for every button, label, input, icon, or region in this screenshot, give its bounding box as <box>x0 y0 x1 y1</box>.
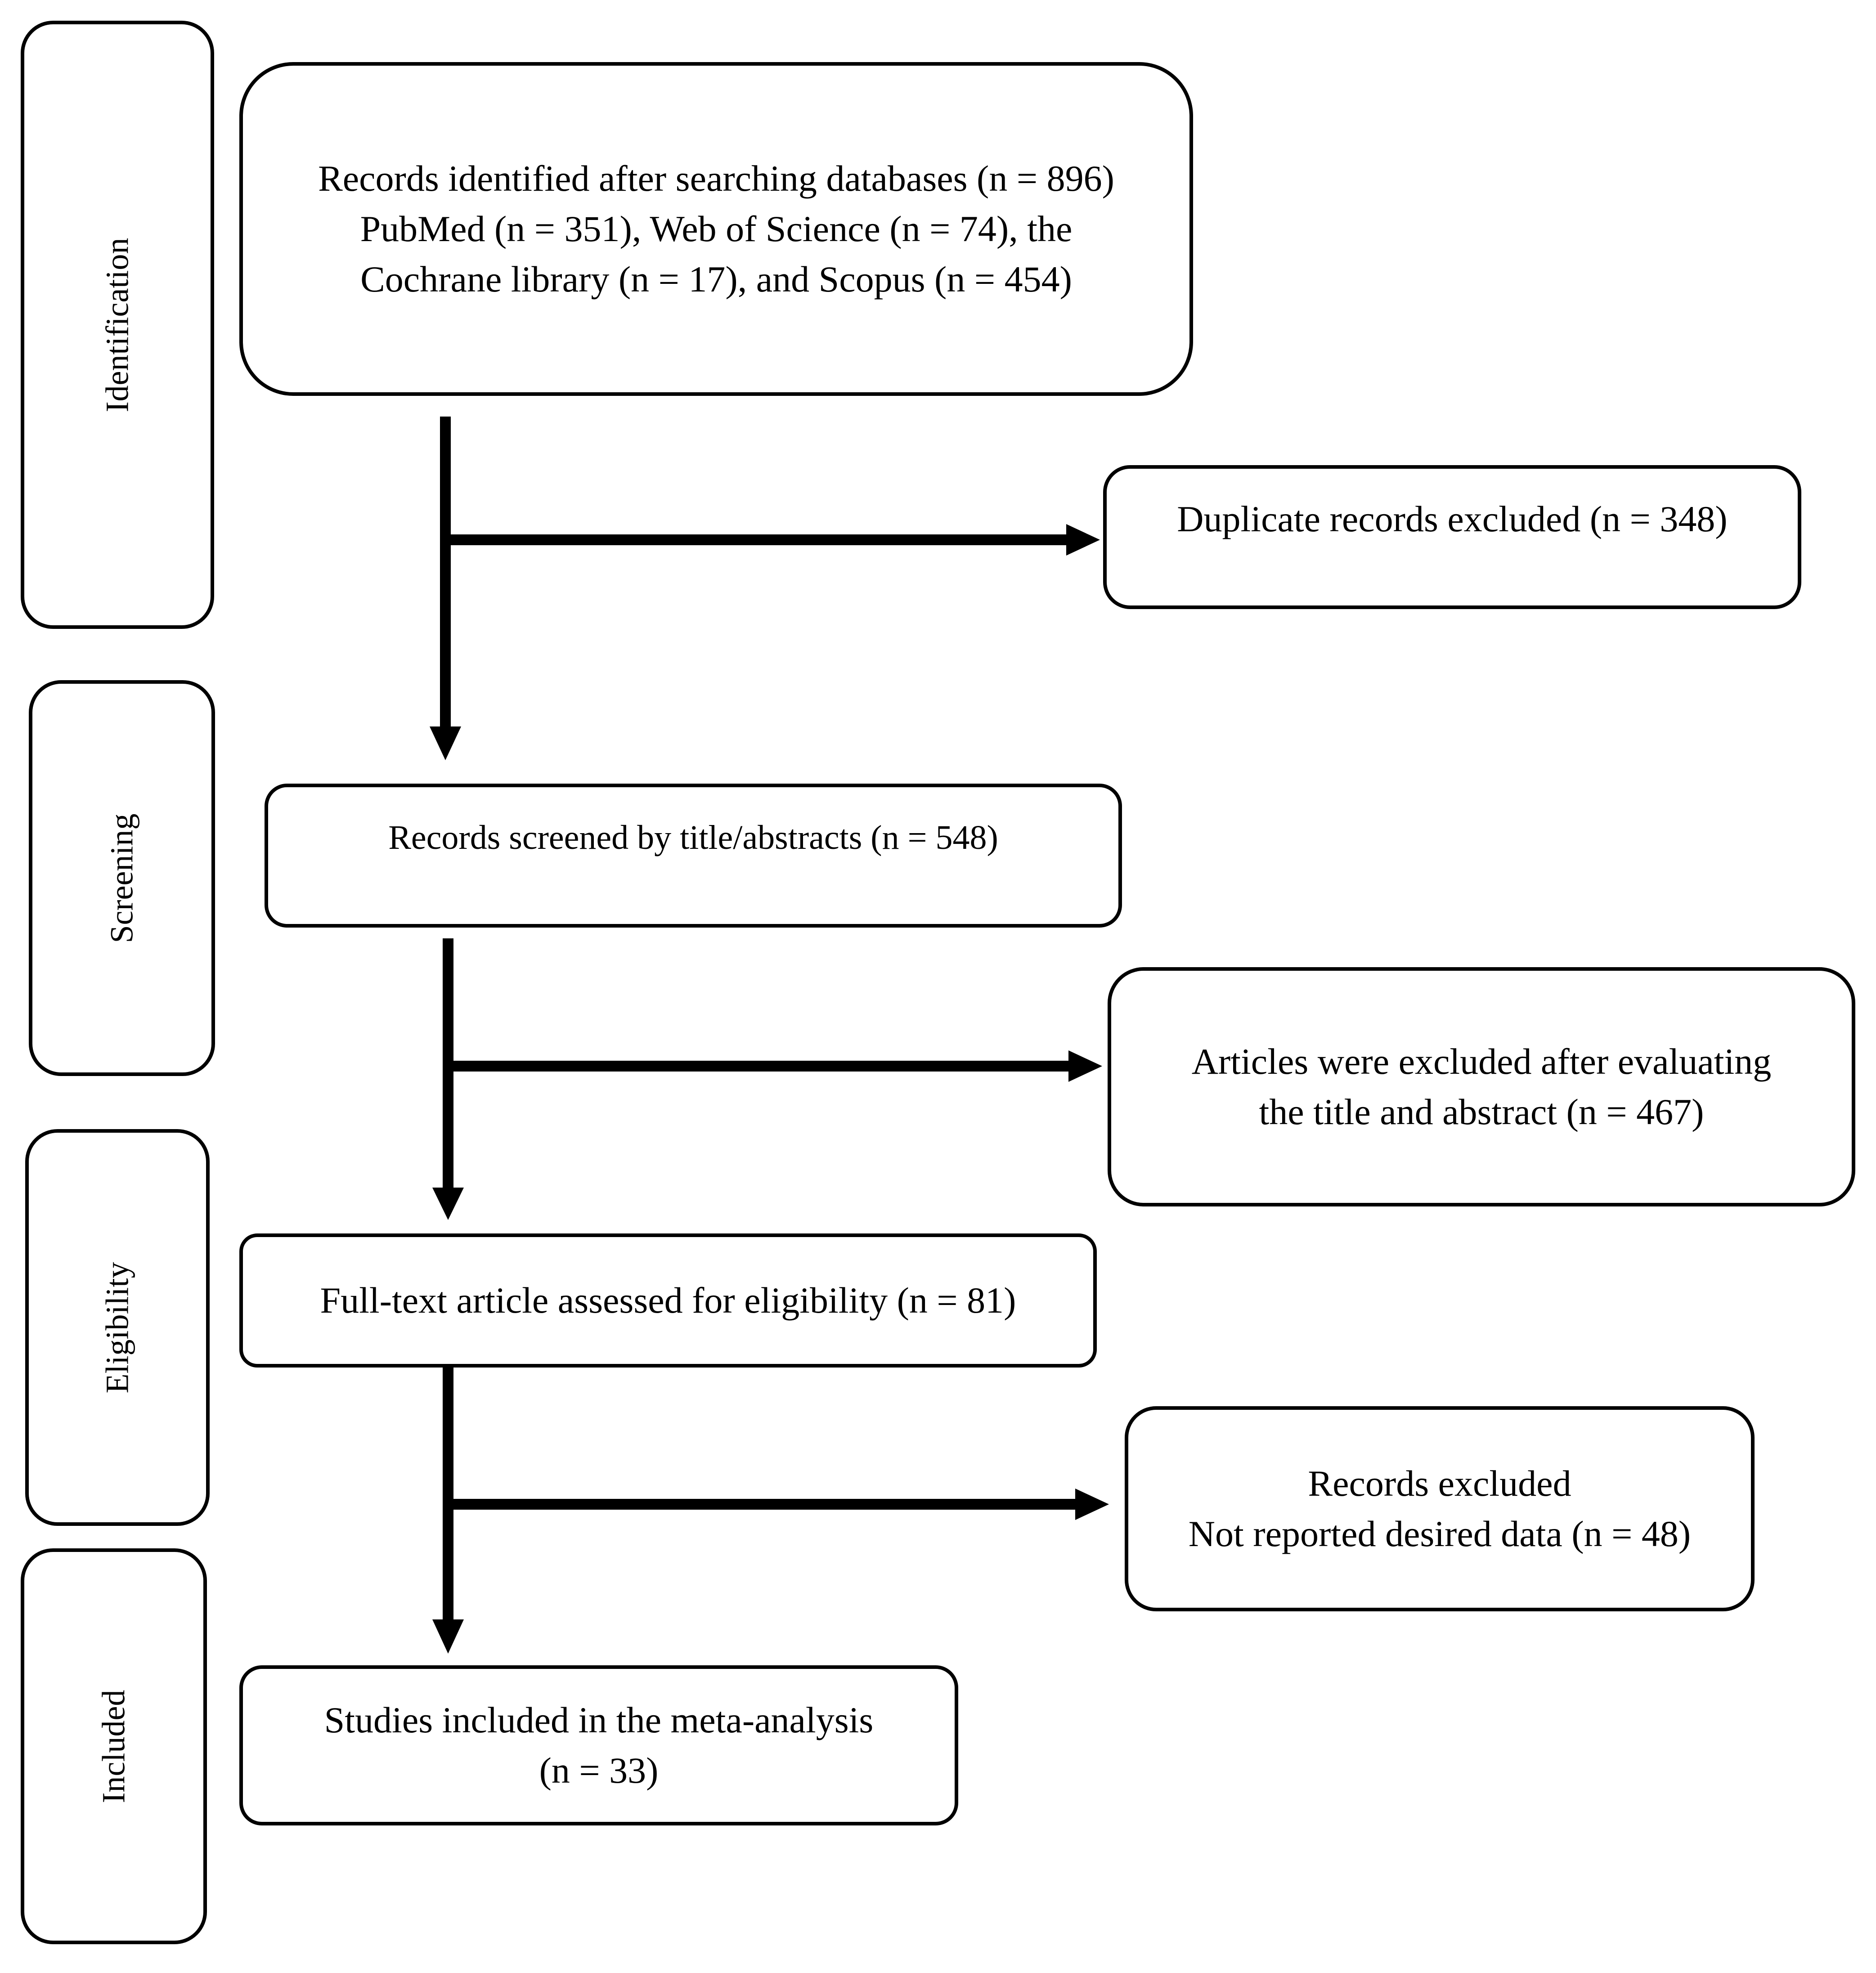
records-identified-box: Records identified after searching datab… <box>239 62 1193 396</box>
stage-screening: Screening <box>29 680 215 1076</box>
duplicates-excluded-box: Duplicate records excluded (n = 348) <box>1103 465 1801 609</box>
arrowhead-to-articles-excluded <box>1068 1050 1102 1082</box>
stage-identification: Identification <box>21 21 214 629</box>
studies-included-line-1: Studies included in the meta-analysis <box>324 1699 874 1740</box>
records-identified-line-1: Records identified after searching datab… <box>318 158 1114 199</box>
stage-eligibility: Eligibility <box>25 1129 210 1526</box>
duplicates-excluded-text: Duplicate records excluded (n = 348) <box>1177 494 1727 544</box>
studies-included-text: Studies included in the meta-analysis (n… <box>324 1695 874 1796</box>
records-screened-box: Records screened by title/abstracts (n =… <box>265 784 1122 928</box>
fulltext-assessed-line-1: Full-text article assessed for eligibili… <box>320 1280 1016 1321</box>
articles-excluded-line-2: the title and abstract (n = 467) <box>1259 1091 1704 1132</box>
articles-excluded-box: Articles were excluded after evaluating … <box>1108 967 1855 1206</box>
records-excluded-text: Records excluded Not reported desired da… <box>1189 1458 1691 1559</box>
records-identified-line-2: PubMed (n = 351), Web of Science (n = 74… <box>360 208 1073 249</box>
articles-excluded-line-1: Articles were excluded after evaluating <box>1191 1041 1772 1082</box>
records-identified-text: Records identified after searching datab… <box>318 153 1114 305</box>
arrowhead-to-duplicates <box>1066 524 1100 556</box>
articles-excluded-text: Articles were excluded after evaluating … <box>1192 1036 1772 1137</box>
studies-included-box: Studies included in the meta-analysis (n… <box>239 1665 958 1825</box>
arrowhead-to-included <box>432 1619 464 1654</box>
duplicates-excluded-line-1: Duplicate records excluded (n = 348) <box>1177 498 1728 539</box>
stage-included: Included <box>21 1548 207 1944</box>
records-identified-line-3: Cochrane library (n = 17), and Scopus (n… <box>360 259 1072 300</box>
records-excluded-line-1: Records excluded <box>1308 1463 1571 1504</box>
records-screened-text: Records screened by title/abstracts (n =… <box>388 812 998 863</box>
arrowhead-to-screened <box>430 726 461 760</box>
studies-included-line-2: (n = 33) <box>539 1750 659 1791</box>
arrowhead-to-records-excluded <box>1075 1489 1109 1520</box>
records-excluded-box: Records excluded Not reported desired da… <box>1125 1406 1755 1611</box>
records-excluded-line-2: Not reported desired data (n = 48) <box>1188 1513 1691 1554</box>
records-screened-line-1: Records screened by title/abstracts (n =… <box>388 819 998 856</box>
fulltext-assessed-box: Full-text article assessed for eligibili… <box>239 1233 1097 1368</box>
fulltext-assessed-text: Full-text article assessed for eligibili… <box>320 1275 1016 1326</box>
arrowhead-to-fulltext <box>432 1188 464 1220</box>
